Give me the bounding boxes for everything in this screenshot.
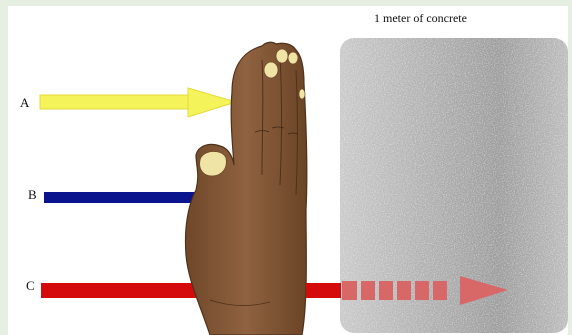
ray-a-label: A [20, 95, 29, 111]
ray-b-label: B [28, 187, 37, 203]
concrete-label: 1 meter of concrete [374, 11, 467, 26]
hand-icon [185, 42, 306, 335]
ray-c-label: C [26, 278, 35, 294]
ray-a-arrow [40, 88, 236, 117]
ray-b-arrow [44, 192, 202, 203]
